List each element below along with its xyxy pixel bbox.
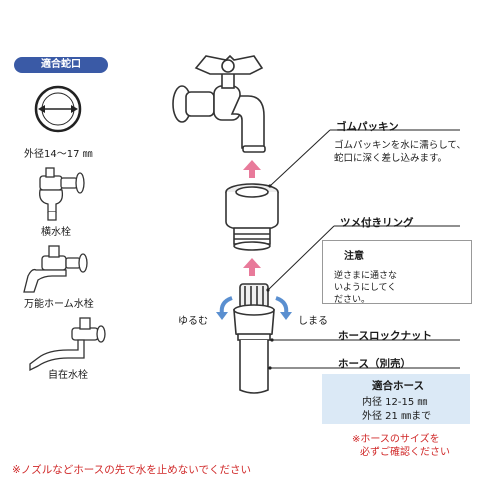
rotation-tighten-label: しまる xyxy=(298,316,328,327)
faucet-label-universal-home: 万能ホーム水栓 xyxy=(24,299,94,310)
compatible-faucets-badge: 適合蛇口 xyxy=(14,57,108,73)
loosen-arrow-icon xyxy=(216,296,233,320)
rubber-packing-image xyxy=(225,183,279,251)
faucet-label-swivel: 自在水栓 xyxy=(48,370,88,381)
main-faucet-image xyxy=(172,54,266,153)
swivel-faucet-icon xyxy=(29,317,106,372)
hose-size-note-line2: 必ずご確認ください xyxy=(360,447,450,458)
hose-lock-nut-title: ホースロックナット xyxy=(338,330,432,342)
hose-assembly-image xyxy=(233,283,275,394)
hose-inner-diameter: 内径 12-15 ㎜ xyxy=(362,397,428,408)
faucet-label-horizontal: 横水栓 xyxy=(41,227,71,238)
caution-text: 逆さまに通さないようにしてください。 xyxy=(334,271,398,305)
assembly-arrow-up-icon xyxy=(243,258,261,276)
claw-ring-title: ツメ付きリング xyxy=(340,217,414,229)
rubber-packing-desc-line1: ゴムパッキンを水に濡らして、 xyxy=(334,140,466,151)
horizontal-faucet-icon xyxy=(39,167,85,221)
footer-warning-note: ※ノズルなどホースの先で水を止めないでください xyxy=(12,464,251,476)
caution-box xyxy=(322,240,472,304)
compatible-hose-box xyxy=(322,374,470,424)
hose-size-note-line1: ※ホースのサイズを xyxy=(352,434,440,445)
leader-lines xyxy=(266,129,460,370)
rubber-packing-desc-line2: 蛇口に深く差し込みます。 xyxy=(334,153,448,164)
tighten-arrow-icon xyxy=(275,296,292,320)
compatible-hose-title: 適合ホース xyxy=(372,380,424,392)
rubber-packing-title: ゴムパッキン xyxy=(336,121,399,133)
universal-home-faucet-icon xyxy=(23,245,88,293)
hose-outer-diameter: 外径 21 ㎜まで xyxy=(362,411,432,422)
hose-title: ホース（別売） xyxy=(338,358,411,370)
rotation-loosen-label: ゆるむ xyxy=(178,316,208,327)
diameter-icon xyxy=(34,85,82,133)
caution-title: 注意 xyxy=(344,251,364,262)
diameter-label: 外径14〜17 ㎜ xyxy=(24,149,93,160)
assembly-arrow-up-icon xyxy=(243,160,261,178)
